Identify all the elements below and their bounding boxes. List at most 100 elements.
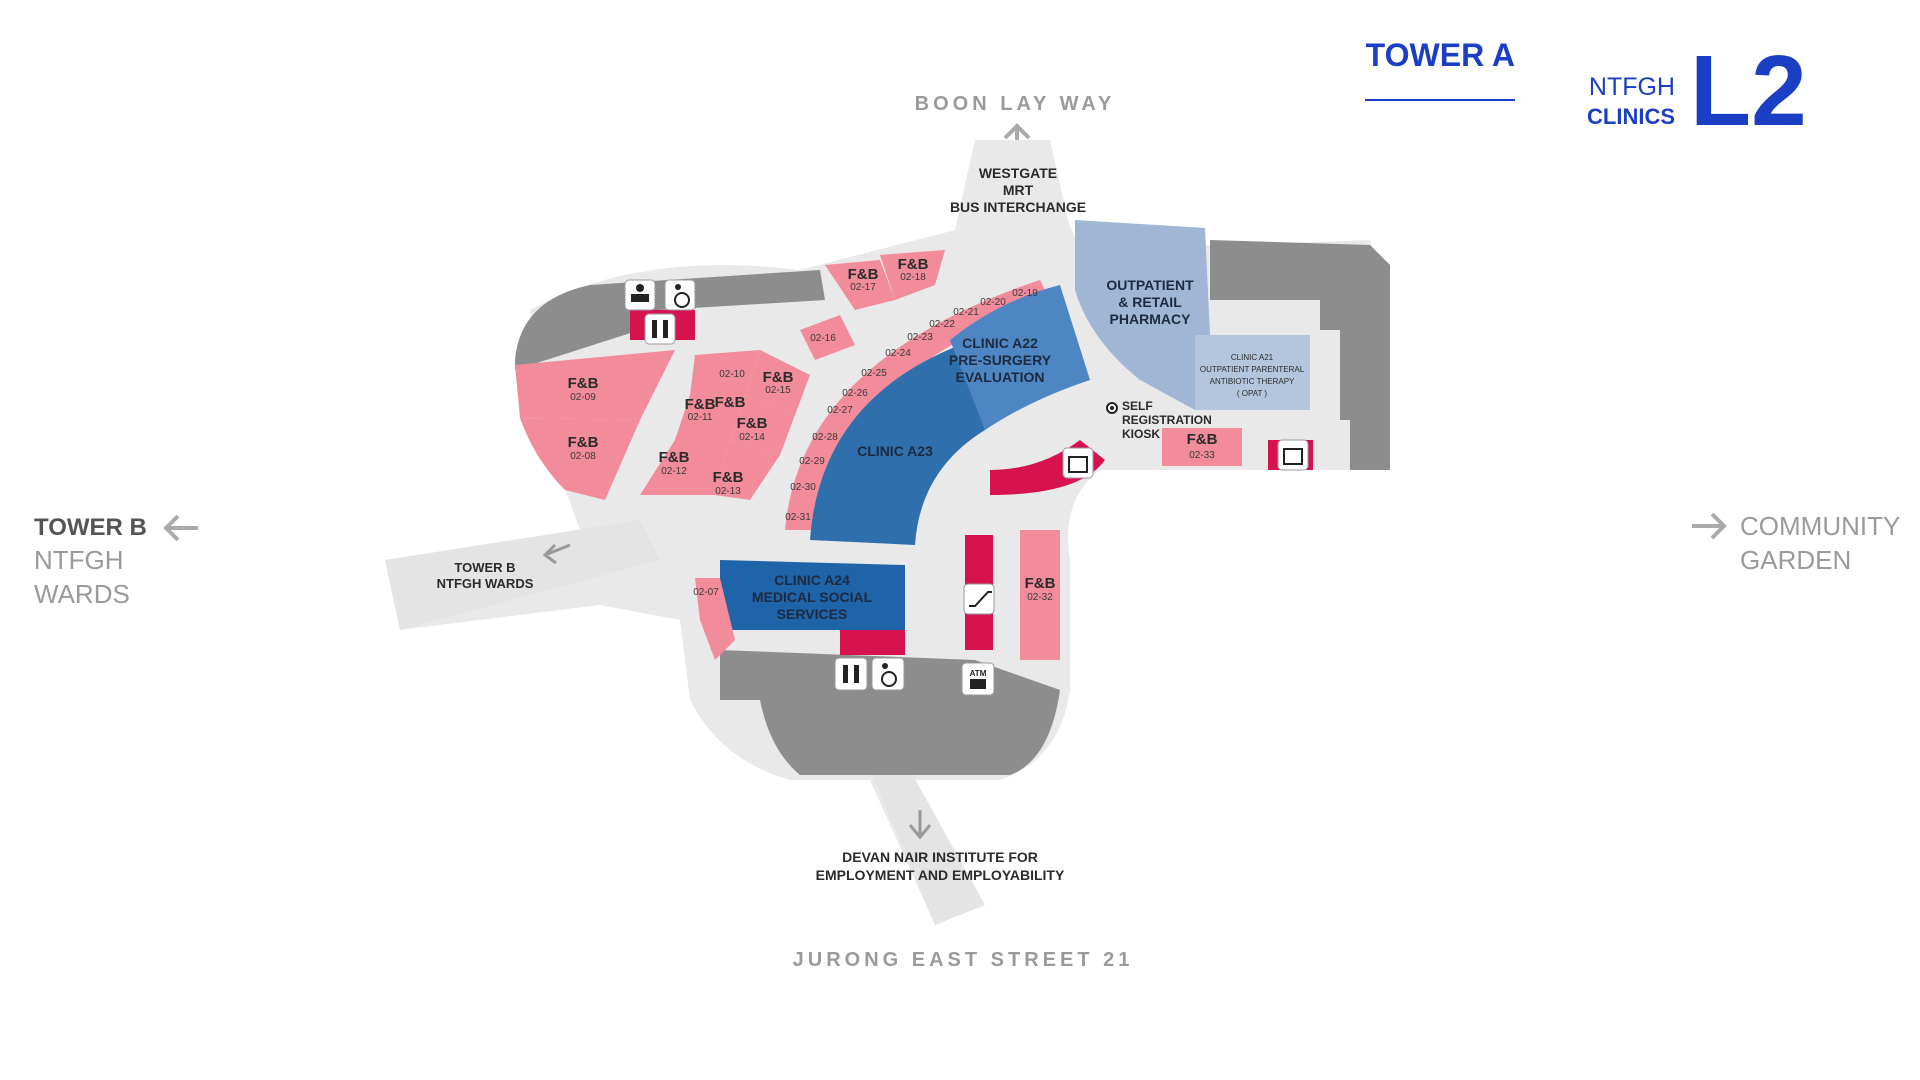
lift-icon	[1062, 447, 1094, 479]
street-north: BOON LAY WAY	[915, 93, 1116, 115]
west-line3: WARDS	[34, 579, 130, 609]
num-0216: 02-16	[810, 333, 836, 344]
clinic-a24[interactable]	[720, 560, 905, 630]
fb-0211: F&B	[685, 396, 716, 413]
west-direction: TOWER B NTFGH WARDS	[34, 514, 198, 609]
num-0212: 02-12	[661, 466, 687, 477]
east-direction: COMMUNITY GARDEN	[1692, 511, 1900, 575]
fb-0210: F&B	[715, 394, 746, 411]
unit-0232[interactable]	[1020, 530, 1060, 660]
num-0232: 02-32	[1027, 592, 1053, 603]
towerb-line2: NTFGH WARDS	[437, 576, 534, 591]
west-line1: TOWER B	[34, 514, 147, 541]
num-0231: 02-31	[785, 512, 811, 523]
a24-line2: MEDICAL SOCIAL	[752, 589, 873, 605]
building-east	[1210, 240, 1390, 470]
restroom-south	[840, 630, 905, 655]
unit-0209[interactable]	[515, 350, 675, 420]
clinic-a21[interactable]	[1195, 335, 1310, 410]
num-0210: 02-10	[719, 369, 745, 380]
unit-0233[interactable]	[1162, 428, 1242, 466]
building-northwest	[515, 270, 825, 370]
a24-line3: SERVICES	[777, 606, 848, 622]
title-section: CLINICS	[1587, 104, 1675, 129]
kiosk-line3: KIOSK	[1122, 427, 1160, 441]
pharmacy-line1: OUTPATIENT	[1106, 277, 1194, 293]
a21-line1: CLINIC A21	[1231, 353, 1274, 362]
fb-0213: F&B	[713, 469, 744, 486]
a23-label: CLINIC A23	[857, 443, 933, 459]
num-0221: 02-21	[953, 307, 979, 318]
fb-0209: F&B	[568, 375, 599, 392]
a22-line3: EVALUATION	[956, 369, 1045, 385]
pharmacy-line2: & RETAIL	[1118, 294, 1182, 310]
num-0227: 02-27	[827, 405, 853, 416]
unit-labels: F&B 02-09 F&B 02-08 F&B 02-10 F&B 02-15 …	[568, 256, 1218, 603]
title-level: L2	[1690, 35, 1807, 147]
num-0218: 02-18	[900, 272, 926, 283]
num-0233: 02-33	[1189, 450, 1215, 461]
outpatient-pharmacy[interactable]	[1075, 220, 1210, 410]
num-0219: 02-19	[1012, 288, 1038, 299]
a21-line2: OUTPATIENT PARENTERAL	[1200, 365, 1305, 374]
towerb-line1: TOWER B	[454, 560, 515, 575]
unit-0218[interactable]	[880, 250, 945, 300]
unit-0213[interactable]	[715, 440, 780, 500]
kiosk-line2: REGISTRATION	[1122, 413, 1212, 427]
num-0222: 02-22	[929, 319, 955, 330]
arrow-south-icon	[908, 810, 932, 840]
a21-line4: ( OPAT )	[1237, 389, 1268, 398]
accessible-toilet-icon	[664, 279, 696, 311]
fb-0218: F&B	[898, 256, 929, 273]
accessible-toilet-icon	[871, 657, 905, 691]
walkway-south	[870, 770, 985, 925]
a22-line2: PRE-SURGERY	[949, 352, 1052, 368]
num-0223: 02-23	[907, 332, 933, 343]
arrow-west-icon	[163, 514, 198, 542]
fb-0208: F&B	[568, 434, 599, 451]
unit-0207[interactable]	[695, 578, 735, 660]
atm-icon: ATM	[961, 662, 995, 696]
num-0214: 02-14	[739, 432, 765, 443]
escalator-icon	[963, 583, 995, 615]
westgate-line1: WESTGATE	[979, 165, 1057, 181]
unit-0217[interactable]	[825, 260, 895, 310]
clinic-a22[interactable]	[950, 285, 1090, 430]
num-0229: 02-29	[799, 456, 825, 467]
unit-0212[interactable]	[640, 440, 730, 495]
pharmacy-line3: PHARMACY	[1110, 311, 1192, 327]
title-tower: TOWER A	[1366, 37, 1515, 73]
fnb-block-west	[515, 250, 945, 500]
kiosk-line1: SELF	[1122, 399, 1153, 413]
unit-0216[interactable]	[800, 315, 855, 360]
clinic-labels: CLINIC A22 PRE-SURGERY EVALUATION CLINIC…	[752, 277, 1305, 622]
unit-0208[interactable]	[520, 418, 640, 500]
street-south: JURONG EAST STREET 21	[793, 949, 1134, 971]
a22-line1: CLINIC A22	[962, 335, 1038, 351]
unit-0215[interactable]	[745, 350, 810, 415]
fb-0214: F&B	[737, 415, 768, 432]
clinic-a23[interactable]	[810, 345, 985, 545]
toilet-icon	[834, 657, 868, 691]
unit-0214[interactable]	[730, 395, 795, 455]
westgate-line3: BUS INTERCHANGE	[950, 199, 1086, 215]
toilet-icon	[644, 313, 676, 345]
num-0224: 02-24	[885, 348, 911, 359]
unit-0211[interactable]	[675, 395, 745, 440]
num-0208: 02-08	[570, 451, 596, 462]
num-0213: 02-13	[715, 486, 741, 497]
landmark-labels: WESTGATE MRT BUS INTERCHANGE TOWER B NTF…	[437, 165, 1212, 883]
icons: ATM	[542, 279, 1309, 840]
devan-line1: DEVAN NAIR INSTITUTE FOR	[842, 849, 1038, 865]
num-0207: 02-07	[693, 587, 719, 598]
kiosk-marker-icon	[1106, 402, 1118, 414]
fb-0215: F&B	[763, 369, 794, 386]
a21-line3: ANTIBIOTIC THERAPY	[1210, 377, 1295, 386]
westgate-line2: MRT	[1003, 182, 1034, 198]
num-0226: 02-26	[842, 388, 868, 399]
devan-line2: EMPLOYMENT AND EMPLOYABILITY	[816, 867, 1065, 883]
num-0209: 02-09	[570, 392, 596, 403]
a24-line1: CLINIC A24	[774, 572, 850, 588]
unit-0210[interactable]	[690, 350, 760, 395]
